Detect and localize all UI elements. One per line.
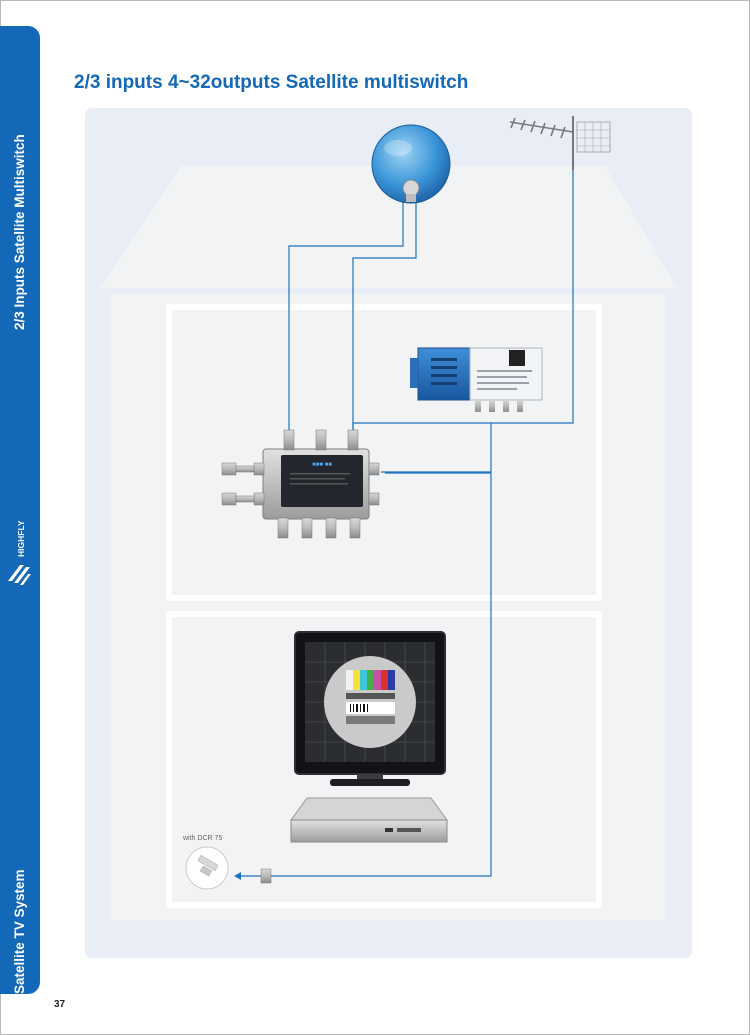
television [294, 631, 446, 786]
house-roof [100, 166, 677, 288]
amplifier-device [410, 347, 543, 412]
outlet-connector [260, 868, 272, 884]
sidebar-top-label: 2/3 Inputs Satellite Multiswitch [12, 134, 27, 330]
terminators [221, 462, 255, 506]
brand-text: HIGHFLY [16, 521, 26, 557]
set-top-box [290, 797, 448, 843]
cable-antenna [352, 170, 574, 430]
page-title: 2/3 inputs 4~32outputs Satellite multisw… [74, 72, 469, 93]
satellite-dish [371, 124, 451, 204]
cable-dish-2 [352, 200, 417, 430]
cable-dish-1 [288, 200, 404, 430]
page-number: 37 [54, 999, 66, 1010]
wall-outlet [185, 846, 229, 890]
highfly-logo: HIGHFLY [8, 521, 31, 585]
terrestrial-antenna [509, 116, 611, 170]
installation-diagram: ■■■ ■■ [85, 108, 692, 958]
room-lower [166, 611, 602, 908]
cable-to-outlet [240, 472, 492, 877]
room-upper [166, 304, 602, 601]
sidebar-bottom-label: Satellite TV System [12, 869, 27, 994]
svg-text:■■■ ■■: ■■■ ■■ [312, 462, 332, 468]
cable-arrow [234, 872, 241, 880]
dcr-label: with DCR 75 [182, 835, 222, 842]
multiswitch-device: ■■■ ■■ [253, 429, 380, 539]
cables [240, 170, 574, 877]
sidebar: 2/3 Inputs Satellite Multiswitch Satelli… [0, 26, 40, 994]
